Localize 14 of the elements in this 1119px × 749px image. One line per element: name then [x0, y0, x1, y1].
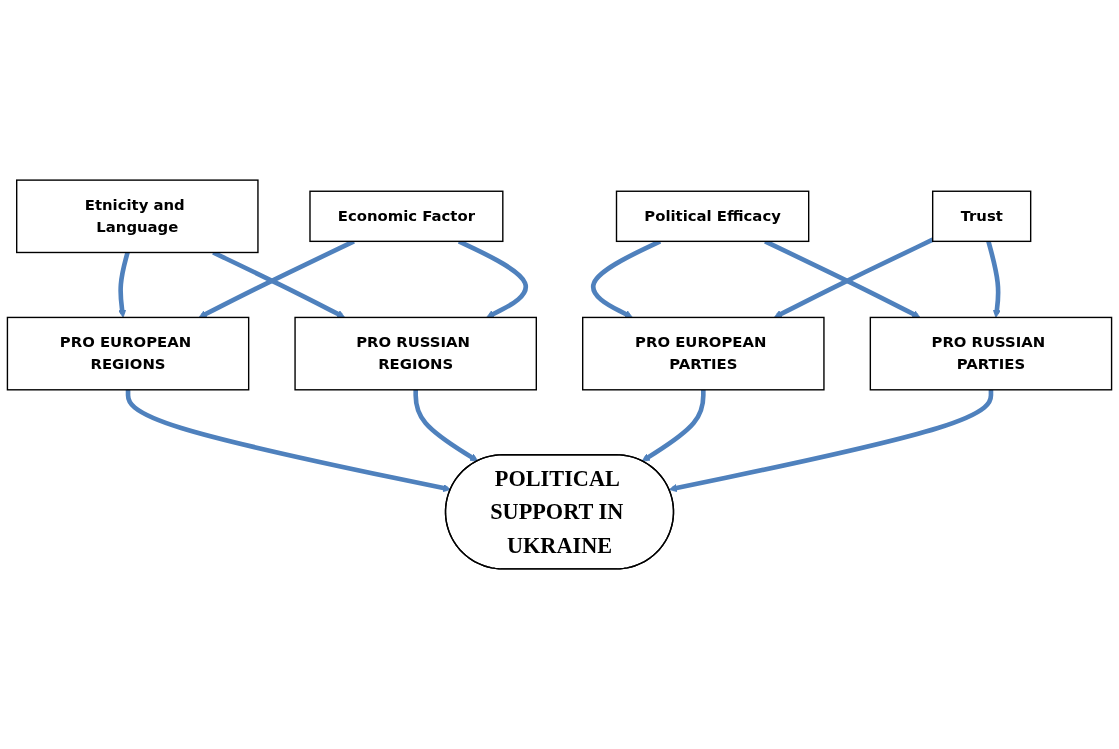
node-box: PRO EUROPEAN PARTIES — [582, 316, 825, 391]
arrow — [125, 389, 452, 493]
node-box: PRO EUROPEAN REGIONS — [6, 316, 250, 391]
node-box: Etnicity and Language — [16, 179, 259, 254]
node-box: Trust — [932, 190, 1032, 243]
node-box: PRO RUSSIAN REGIONS — [294, 316, 537, 391]
arrow — [413, 389, 479, 462]
node-box: Economic Factor — [309, 190, 504, 243]
arrow — [668, 389, 994, 493]
node-box: Political Efficacy — [615, 190, 810, 243]
arrow — [118, 251, 130, 318]
node-box: PRO RUSSIAN PARTIES — [869, 316, 1113, 391]
arrow — [641, 389, 706, 462]
arrow — [986, 240, 1001, 318]
